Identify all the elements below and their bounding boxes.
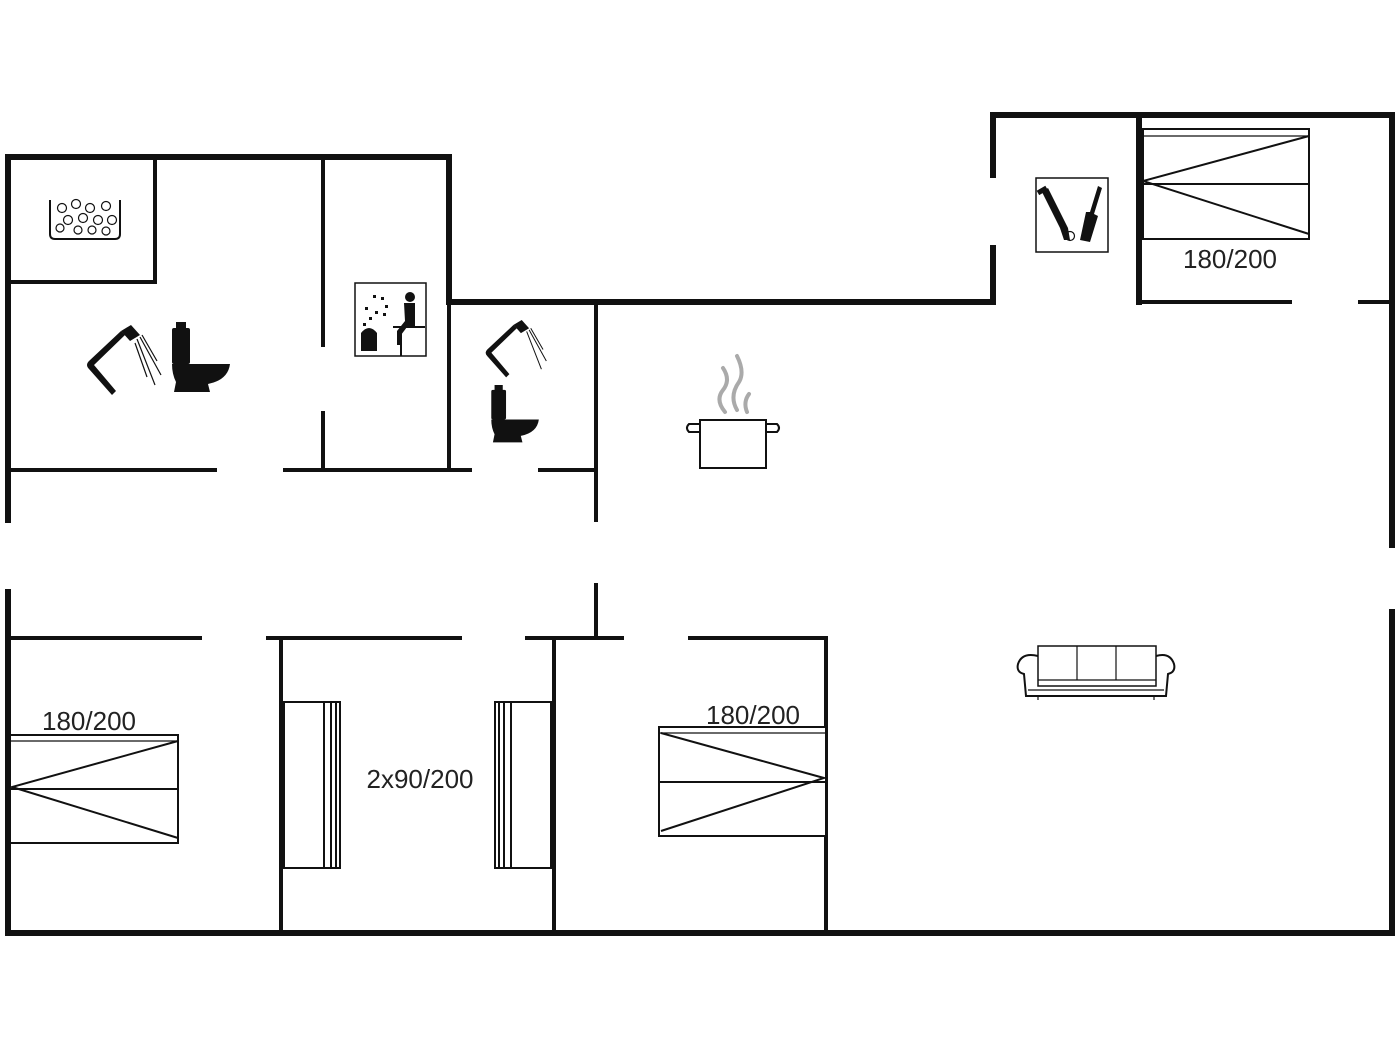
bed-size-label: 2x90/200 bbox=[367, 764, 474, 794]
bed-size-label: 180/200 bbox=[42, 706, 136, 736]
bed-single-right bbox=[494, 701, 552, 869]
sofa-icon bbox=[1016, 645, 1176, 700]
bed-size-label: 180/200 bbox=[1183, 244, 1277, 274]
bed-size-label: 180/200 bbox=[706, 700, 800, 730]
toilet-icon bbox=[172, 322, 230, 392]
shower-icon bbox=[485, 320, 547, 378]
jacuzzi-icon bbox=[49, 198, 121, 240]
toilet-icon bbox=[491, 385, 539, 443]
bed-double-top-right bbox=[1139, 128, 1310, 240]
kitchen-pot-icon bbox=[686, 354, 780, 469]
sauna-icon bbox=[354, 282, 427, 357]
shower-icon bbox=[87, 325, 162, 395]
bed-single-left bbox=[283, 701, 341, 869]
washing-machine-icon bbox=[1035, 177, 1109, 253]
bed-double-left bbox=[8, 734, 179, 844]
bed-double-middle bbox=[658, 726, 828, 837]
